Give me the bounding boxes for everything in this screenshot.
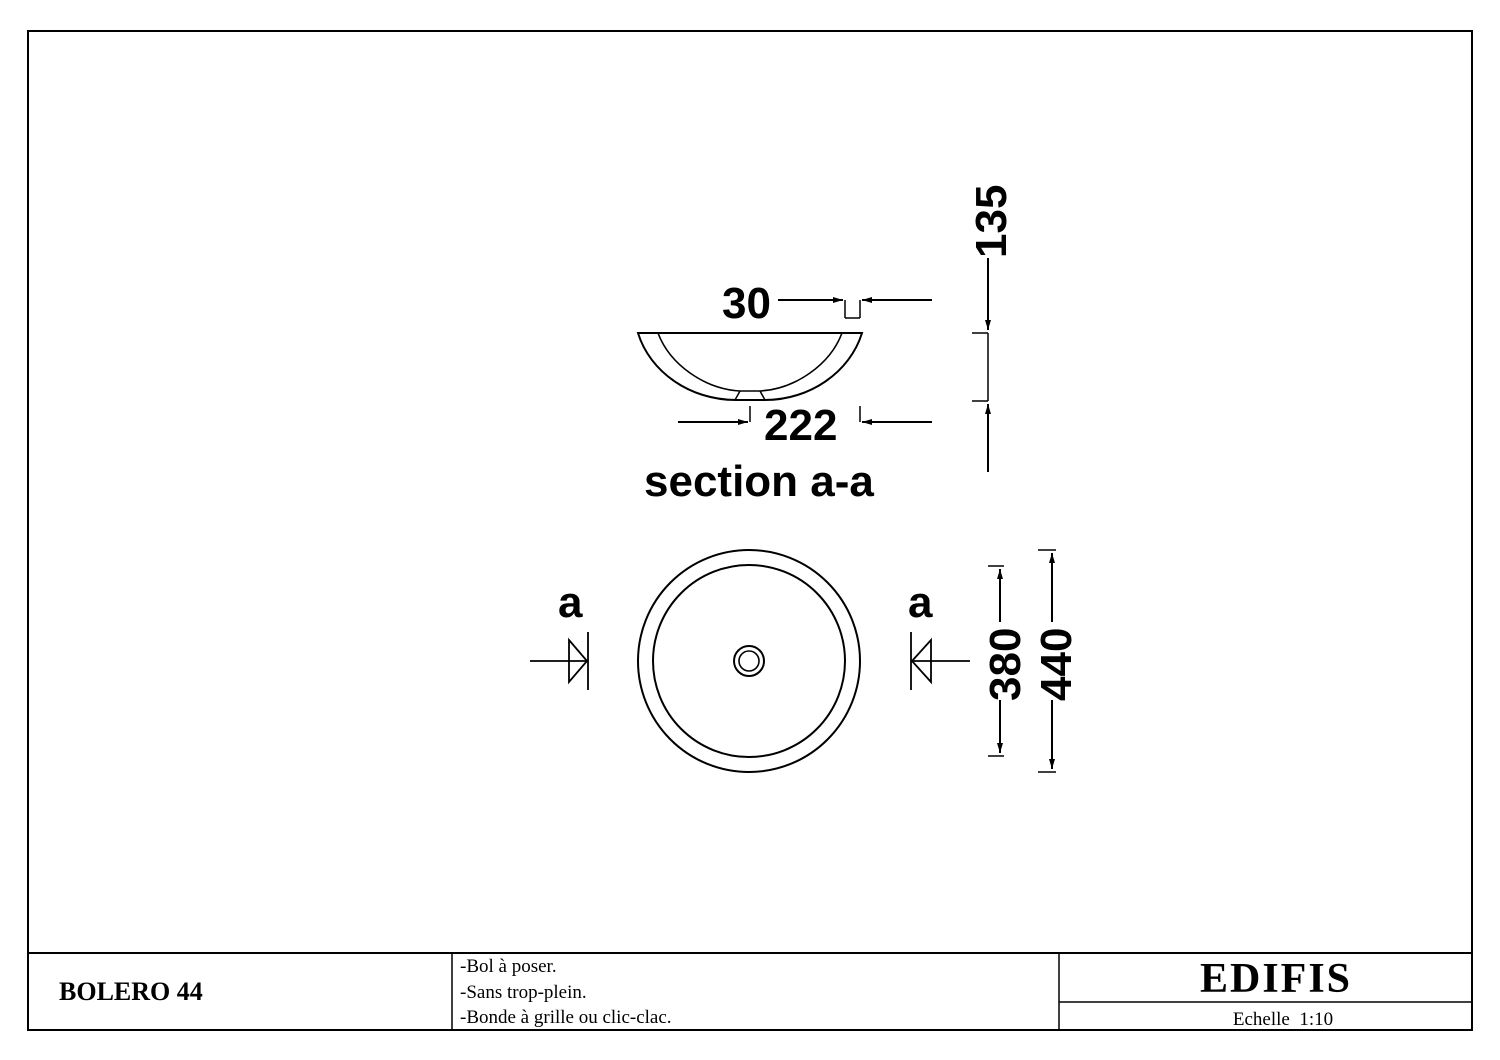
brand-name: EDIFIS [1200,956,1352,1002]
section-marker-right: a [908,578,970,690]
dimension-135: 135 [967,185,1016,472]
bowl-section-outline [636,332,864,401]
section-marker-left: a [530,578,589,690]
section-title: section a-a [644,457,874,506]
dimension-440-label: 440 [1032,628,1081,701]
sheet-border [27,30,1473,1031]
bowl-inner-circle [652,564,846,758]
note-line-3: -Bonde à grille ou clic-clac. [460,1007,672,1028]
note-line-1: -Bol à poser. [460,956,557,977]
section-marker-right-label: a [908,578,933,627]
note-line-2: -Sans trop-plein. [460,982,587,1003]
dimension-30: 30 [722,279,932,328]
title-block: BOLERO 44 -Bol à poser. -Sans trop-plein… [28,952,1472,1030]
section-view [636,332,864,401]
dimension-380-label: 380 [981,628,1030,701]
scale-label: Echelle 1:10 [1233,1009,1333,1030]
plan-view [637,549,861,773]
product-name: BOLERO 44 [59,977,203,1006]
dimension-222: 222 [678,401,932,450]
bowl-section-inner-line [657,332,843,392]
dimension-440: 440 [1032,549,1081,773]
drain-inner-circle [738,650,760,672]
section-marker-left-label: a [558,578,583,627]
dimension-135-label: 135 [967,185,1016,258]
dimension-380: 380 [981,565,1030,757]
drain-outer-circle [733,645,765,677]
bowl-outer-circle [637,549,861,773]
dimension-222-label: 222 [764,401,837,450]
drain-hole-section [734,390,766,401]
dimension-30-label: 30 [722,279,771,328]
